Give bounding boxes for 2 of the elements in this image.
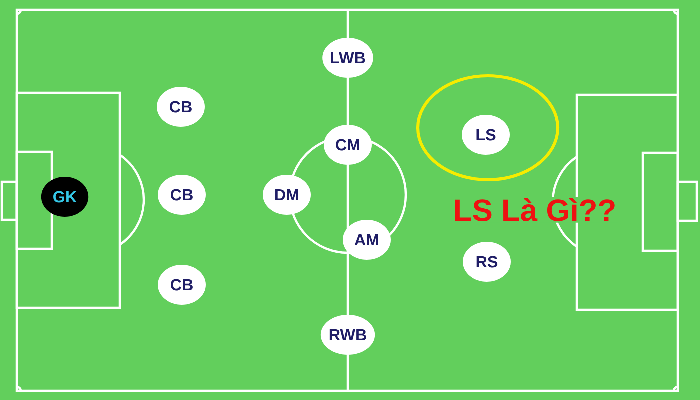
highlight-ring (416, 74, 560, 182)
heading: LS Là Gì?? (452, 197, 618, 223)
